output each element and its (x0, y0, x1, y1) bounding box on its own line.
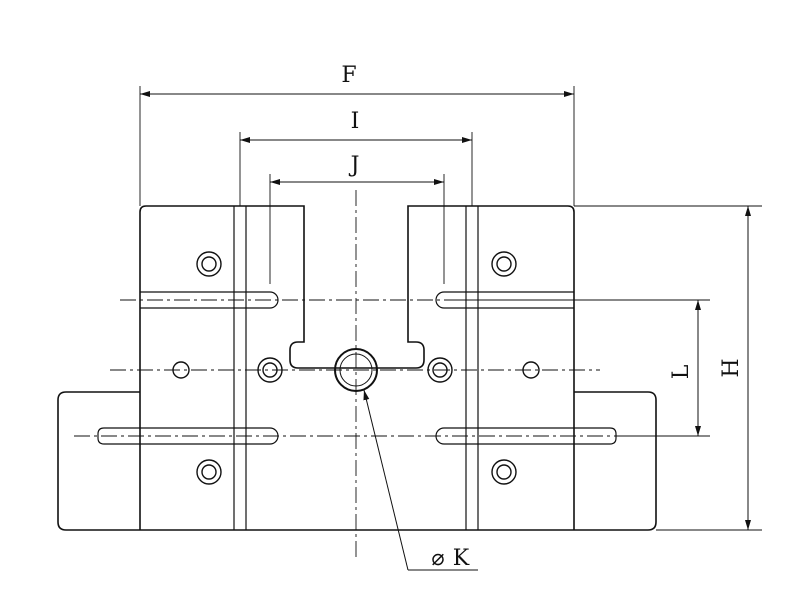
dim-label-h: H (719, 358, 744, 377)
horizontal-slots-lower (97, 427, 617, 445)
dim-label-f: F (341, 63, 356, 88)
diameter-symbol: ⌀ (431, 546, 444, 571)
dim-label-i: I (351, 109, 360, 134)
dim-label-k: K (453, 546, 470, 571)
center-bore (334, 348, 378, 392)
k-leader (363, 389, 478, 571)
dimension-lines (140, 91, 751, 530)
counterbore-bolts (196, 251, 517, 485)
base-outline (57, 391, 657, 531)
center-lines (74, 190, 640, 560)
extension-lines (139, 86, 762, 531)
dim-label-j: J (349, 153, 360, 178)
body-outline (139, 205, 575, 530)
dim-label-l: L (669, 364, 694, 379)
vertical-slots (233, 206, 479, 530)
side-holes (172, 361, 540, 379)
